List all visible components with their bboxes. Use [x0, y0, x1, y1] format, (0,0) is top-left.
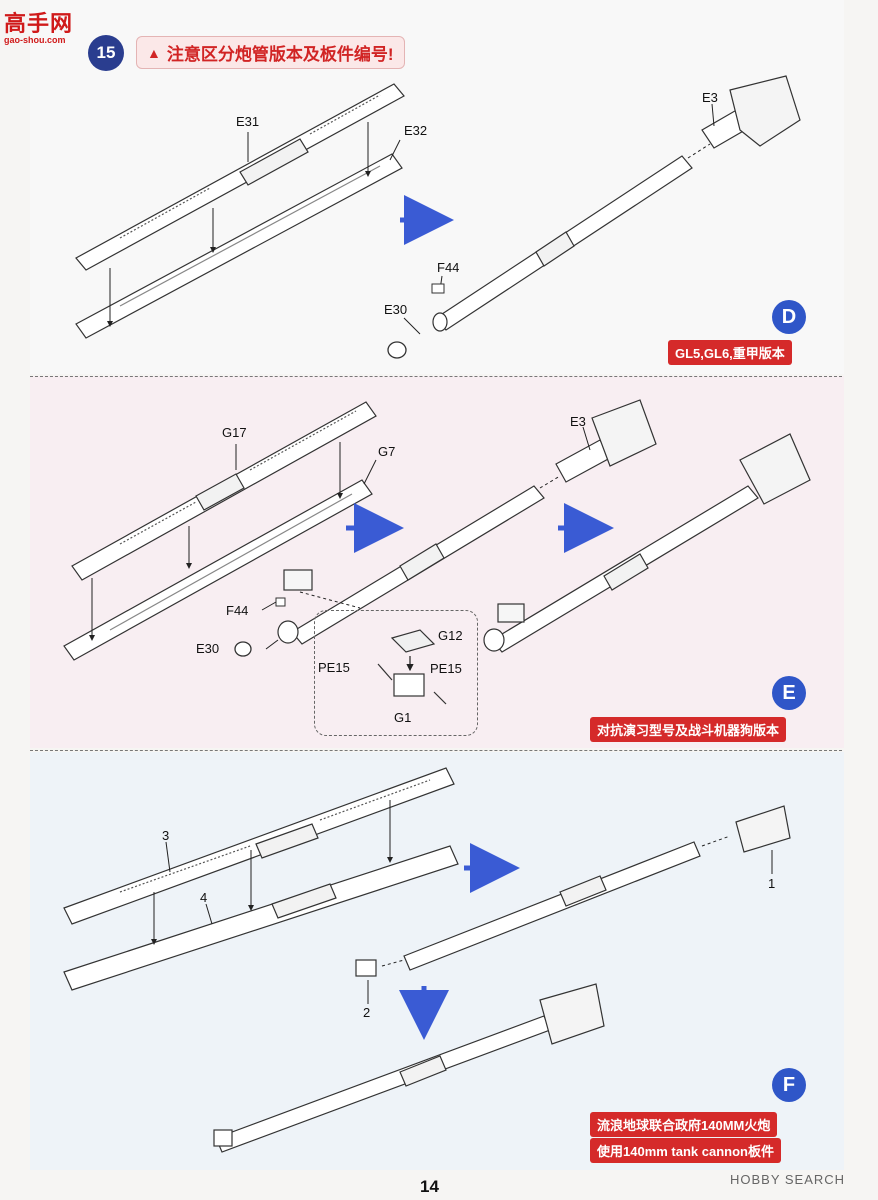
page-number: 14 [420, 1177, 439, 1196]
watermark-logo: 高手网 gao-shou.com [4, 6, 73, 45]
brand-watermark: HOBBY SEARCH [730, 1172, 846, 1187]
section-divider [30, 376, 842, 377]
section-divider [30, 750, 842, 751]
part-g7-barrel-half [63, 479, 373, 661]
part-3-barrel-half [63, 767, 455, 925]
label-g7: G7 [378, 444, 396, 459]
warning-text: 注意区分炮管版本及板件编号! [166, 45, 394, 64]
assembled-barrel-f-final [213, 983, 605, 1153]
watermark-url: gao-shou.com [4, 35, 66, 45]
label-e3: E3 [702, 90, 718, 105]
label-e32: E32 [404, 123, 428, 138]
label-part-1: 1 [768, 876, 776, 891]
label-pe15-left: PE15 [318, 660, 350, 675]
label-e31: E31 [236, 114, 260, 129]
version-e-badge: E [772, 676, 806, 710]
label-f44: F44 [437, 260, 460, 275]
label-g1: G1 [394, 710, 412, 725]
section-f-background [30, 752, 844, 1170]
warning-banner: ▲ 注意区分炮管版本及板件编号! [136, 36, 405, 69]
part-f44-small [275, 597, 286, 607]
detail-callout-box [314, 610, 478, 736]
sub-assembly-g1 [377, 629, 447, 705]
label-g12: G12 [438, 628, 463, 643]
label-e30: E30 [196, 641, 220, 656]
watermark-text: 高手网 [4, 11, 74, 36]
label-f44: F44 [226, 603, 249, 618]
label-part-3: 3 [162, 828, 170, 843]
assembled-barrel-d [432, 75, 801, 332]
warning-icon: ▲ [147, 44, 161, 61]
label-e30: E30 [384, 302, 408, 317]
version-e-caption: 对抗演习型号及战斗机器狗版本 [590, 717, 787, 742]
assembled-barrel-e-final [483, 433, 811, 653]
version-d-caption: GL5,GL6,重甲版本 [668, 340, 792, 365]
label-pe15-right: PE15 [430, 661, 462, 676]
part-f44-small [431, 283, 445, 294]
step-number-badge: 15 [88, 35, 124, 71]
part-g17-barrel-half [71, 401, 377, 581]
assembled-barrel-e-step1 [277, 399, 657, 645]
part-e30-ring [234, 641, 252, 657]
label-part-4: 4 [200, 890, 208, 905]
version-f-caption-2: 使用140mm tank cannon板件 [590, 1138, 781, 1163]
version-f-caption-1: 流浪地球联合政府140MM火炮 [590, 1112, 778, 1137]
version-d-badge: D [772, 300, 806, 334]
label-e3: E3 [570, 414, 586, 429]
label-g17: G17 [222, 425, 247, 440]
version-f-badge: F [772, 1068, 806, 1102]
part-e30-ring [387, 341, 407, 359]
assembled-barrel-f-step1 [355, 805, 791, 977]
part-e32-barrel-half [75, 153, 403, 339]
part-e31-barrel-half [75, 83, 405, 271]
label-part-2: 2 [363, 1005, 371, 1020]
part-4-barrel-half [63, 845, 459, 991]
